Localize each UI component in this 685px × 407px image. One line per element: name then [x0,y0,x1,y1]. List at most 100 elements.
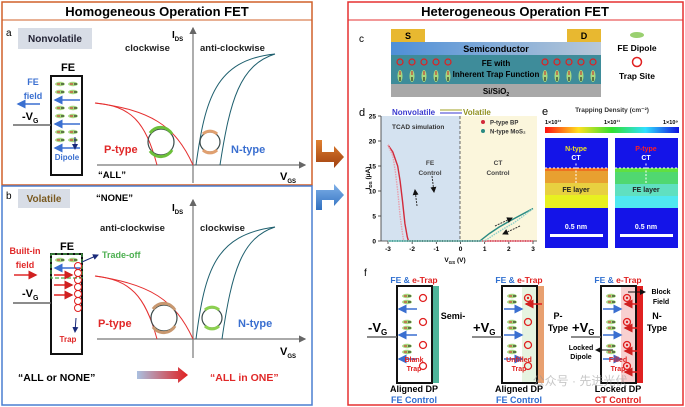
fe-layer-label-1: FE with [482,59,511,68]
trap-region [522,286,537,383]
ntype-band-3 [545,183,608,195]
legend-ntype-marker [481,129,485,133]
panel-f-label: f [364,268,367,279]
dipole-state-label: Aligned DP [390,384,438,394]
y-axis-label: IDS (μA) [365,167,373,190]
orange-connector-arrow [316,140,344,168]
semiconductor-layer [391,42,601,55]
none-quote: “NONE” [96,193,133,204]
ntype-curve-b-2 [221,226,276,340]
vg-label-b: -VG [22,288,39,302]
semiconductor-type-label: N- [652,311,662,321]
sweep-arrow [430,175,437,193]
fe-layer-label-2: Inherent Trap Function [453,70,540,79]
control-mode-label: FE Control [496,395,542,405]
semiconductor-bar [637,286,643,383]
fe-box [600,285,637,384]
ptype-scale-label: 0.5 nm [635,224,657,231]
clockwise-label-a: clockwise [125,43,170,54]
series-line-3 [388,207,534,242]
trap-site-icon [444,58,452,66]
fe-dipole-icon [554,70,560,82]
vgs-label-b: VGS [280,346,296,360]
blue-connector-arrow [316,184,344,210]
trap-site-icon [541,58,549,66]
trap-site-icon [523,361,533,371]
ntype-band-2 [545,171,608,183]
watermark: 公众号 · 先进光伏 [533,374,628,388]
volatile-label: Volatile [463,108,491,117]
ptype-fe-layer-label: FE layer [632,187,660,194]
ntype-curve-a-1 [195,53,276,166]
semiconductor-type-label: Semi- [441,311,466,321]
trap-site-icon [523,317,533,327]
legend-ptype-marker [481,120,485,124]
trap-state-label: Trap [512,366,527,373]
sweep-arrow [494,217,513,227]
trapping-density-title: Trapping Density (cm⁻²) [575,107,649,114]
tradeoff-label: Trade-off [102,250,142,260]
y-tick-label: 25 [369,114,377,121]
trap-site-legend-label: Trap Site [619,71,655,81]
trapped-electron [625,364,629,368]
control-mode-label: FE Control [391,395,437,405]
trapped-electron [625,296,629,300]
scale-label-2: 1×10⁹ [663,120,678,126]
x-tick-label: 1 [483,246,487,253]
x-tick-label: -2 [409,246,415,253]
ntype-curve-b-1 [195,226,276,340]
tradeoff-arrow [81,254,99,263]
fe-dipole-icon [409,70,415,82]
gate-voltage-label: -VG [368,320,387,337]
sweep-arrow [502,225,521,235]
control-mode-label: CT Control [595,395,642,405]
ptype-curve-a-2 [94,102,194,166]
vg-text: +V [473,320,490,335]
nonvolatile-badge-text: Nonvolatile [28,34,82,45]
all-or-none-text: “ALL or NONE” [18,372,95,384]
trap-site-icon [418,361,428,371]
semiconductor-bar [433,286,439,383]
vg-label-a: -VG [22,111,39,125]
legend-ptype-label: P-type BP [490,121,518,127]
trap-label: Trap [60,335,77,344]
fe-layer-dipoles-traps [396,58,597,82]
builtin-field-label-2: field [16,260,35,270]
fe-dipole-icon [397,70,403,82]
trap-arrow [72,317,79,333]
ntype-curve-a-2 [219,53,276,166]
fe-dipole-icon [590,70,596,82]
all-quote: “ALL” [98,170,126,181]
ptype-label-b: P-type [98,318,132,330]
trap-site-icon [418,317,428,327]
y-tick-label: 15 [369,164,377,171]
anticlockwise-label-a: anti-clockwise [200,43,265,54]
anticlockwise-label-b: anti-clockwise [100,223,165,234]
panel-e-label: e [542,106,548,118]
x-tick-label: 0 [459,246,463,253]
panel-b-label: b [6,191,12,202]
semiconductor-bar [538,286,544,383]
scale-label-1: 1×10¹¹ [604,119,620,126]
trap-site-icon [396,58,404,66]
trap-state-label: Unfilled [506,357,532,364]
trap-site-icon [432,58,440,66]
trap-site-icon [420,58,428,66]
locked-dipole-label: Locked [569,345,594,352]
gate-voltage-label: +VG [572,320,595,337]
substrate-layer [391,84,601,97]
source-label: S [405,31,411,41]
fe-control-label-1: FE [426,160,435,167]
gate-voltage-label: +VG [473,320,496,337]
ntype-band-1 [545,168,608,171]
f-cell-header: FE & e-Trap [390,275,437,285]
vg-text: -V [368,320,381,335]
header-trap: e-Trap [515,275,543,285]
ct-control-label-1: CT [494,160,503,167]
trap-site-icon [577,58,585,66]
green-cycle-arrows-a [148,125,174,159]
clockwise-cycle-icon-a [147,128,175,156]
trap-site-icon [418,293,428,303]
